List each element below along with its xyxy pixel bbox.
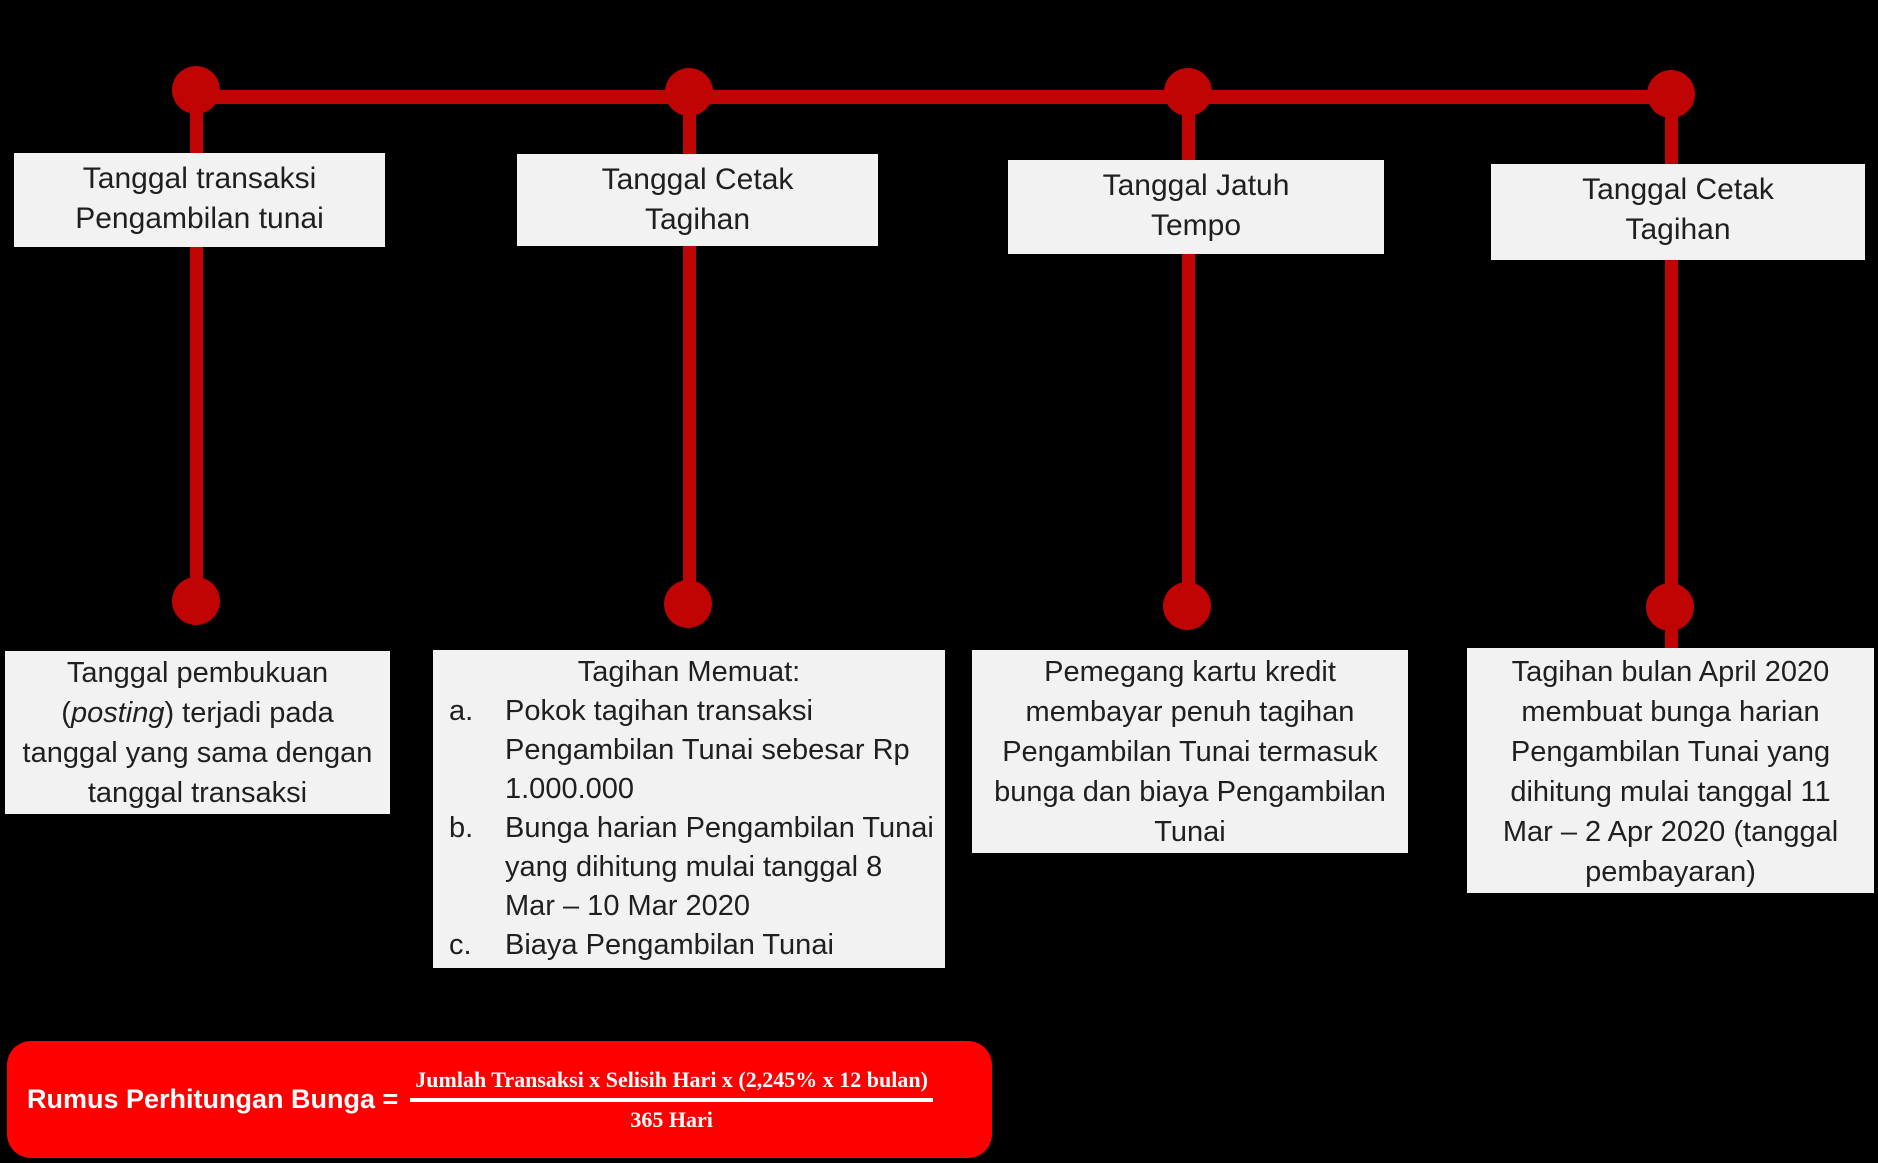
label-line: Tanggal Jatuh <box>1102 169 1290 202</box>
text-line: 1.000.000 <box>505 773 635 805</box>
milestone-dot-top-2 <box>665 68 713 116</box>
timeline-axis-line <box>196 90 1672 104</box>
list-item-a: a. Pokok tagihan transaksi Pengambilan T… <box>433 692 945 809</box>
text-line: (posting) terjadi pada <box>5 693 390 733</box>
text-segment: ) terjadi pada <box>164 697 334 729</box>
label-line: Tempo <box>1150 209 1242 242</box>
text-line: Pokok tagihan transaksi <box>505 695 813 727</box>
list-marker: b. <box>449 812 474 844</box>
text-line: Tunai <box>1154 816 1226 848</box>
milestone-dot-bottom-3 <box>1163 582 1211 630</box>
label-line: Tanggal Cetak <box>1582 173 1774 206</box>
label-line: Tagihan <box>644 203 751 236</box>
label-line: Tanggal transaksi <box>82 162 317 195</box>
milestone-label-due-date: Tanggal Jatuh Tempo <box>1008 160 1384 254</box>
label-line: Tagihan <box>1625 213 1731 246</box>
detail-box-full-payment: Pemegang kartu kredit membayar penuh tag… <box>972 650 1408 853</box>
milestone-dot-top-1 <box>172 66 220 114</box>
text-line: dihitung mulai tanggal 11 <box>1510 776 1831 808</box>
text-line: Pengambilan Tunai termasuk <box>1002 736 1378 768</box>
text-line: Biaya Pengambilan Tunai <box>505 929 834 961</box>
text-line: tanggal yang sama dengan <box>22 737 373 769</box>
detail-box-april-billing: Tagihan bulan April 2020 membuat bunga h… <box>1467 648 1874 893</box>
text-line: membuat bunga harian <box>1521 696 1820 728</box>
formula-fraction: Jumlah Transaksi x Selisih Hari x (2,245… <box>410 1068 933 1132</box>
formula-numerator: Jumlah Transaksi x Selisih Hari x (2,245… <box>410 1068 933 1102</box>
list-marker: a. <box>449 695 474 727</box>
label-line: Pengambilan tunai <box>75 202 324 235</box>
milestone-dot-bottom-1 <box>172 577 220 625</box>
formula-label: Rumus Perhitungan Bunga = <box>27 1084 399 1114</box>
list-item-b: b. Bunga harian Pengambilan Tunai yang d… <box>433 809 945 926</box>
text-line: membayar penuh tagihan <box>1025 696 1355 728</box>
list-item-text: Bunga harian Pengambilan Tunai yang dihi… <box>505 809 945 926</box>
text-line: Pemegang kartu kredit <box>1044 656 1336 688</box>
text-line: Pengambilan Tunai yang <box>1510 736 1831 768</box>
text-line: tanggal transaksi <box>87 777 308 809</box>
milestone-label-statement-print-date-2: Tanggal Cetak Tagihan <box>1491 164 1865 260</box>
text-line: bunga dan biaya Pengambilan <box>994 776 1386 808</box>
text-line: Pengambilan Tunai sebesar Rp <box>505 734 910 766</box>
detail-title: Tagihan Memuat: <box>577 656 801 688</box>
formula-denominator: 365 Hari <box>630 1106 713 1132</box>
milestone-dot-bottom-2 <box>664 580 712 628</box>
text-line: pembayaran) <box>1585 856 1756 888</box>
text-line: Tanggal pembukuan <box>66 657 329 689</box>
list-marker: c. <box>449 929 472 961</box>
text-segment-italic: posting <box>70 697 165 729</box>
interest-formula-box: Rumus Perhitungan Bunga = Jumlah Transak… <box>7 1041 992 1158</box>
milestone-dot-top-4 <box>1647 70 1695 118</box>
milestone-dot-top-3 <box>1164 68 1212 116</box>
label-line: Tanggal Cetak <box>601 163 794 196</box>
text-line: yang dihitung mulai tanggal 8 <box>505 851 883 883</box>
milestone-label-transaction-date: Tanggal transaksi Pengambilan tunai <box>14 153 385 247</box>
text-line: Tagihan bulan April 2020 <box>1511 656 1830 688</box>
text-line: Mar – 2 Apr 2020 (tanggal <box>1502 816 1839 848</box>
text-line: Mar – 10 Mar 2020 <box>505 890 751 922</box>
text-line: Bunga harian Pengambilan Tunai <box>505 812 934 844</box>
detail-box-billing-contents: Tagihan Memuat: a. Pokok tagihan transak… <box>433 650 945 968</box>
list-item-c: c. Biaya Pengambilan Tunai <box>433 926 945 965</box>
list-item-text: Biaya Pengambilan Tunai <box>505 926 945 965</box>
milestone-dot-bottom-4 <box>1646 583 1694 631</box>
detail-box-posting-date: Tanggal pembukuan (posting) terjadi pada… <box>5 651 390 814</box>
text-segment: ( <box>61 697 71 729</box>
milestone-label-statement-print-date-1: Tanggal Cetak Tagihan <box>517 154 878 246</box>
list-item-text: Pokok tagihan transaksi Pengambilan Tuna… <box>505 692 945 809</box>
